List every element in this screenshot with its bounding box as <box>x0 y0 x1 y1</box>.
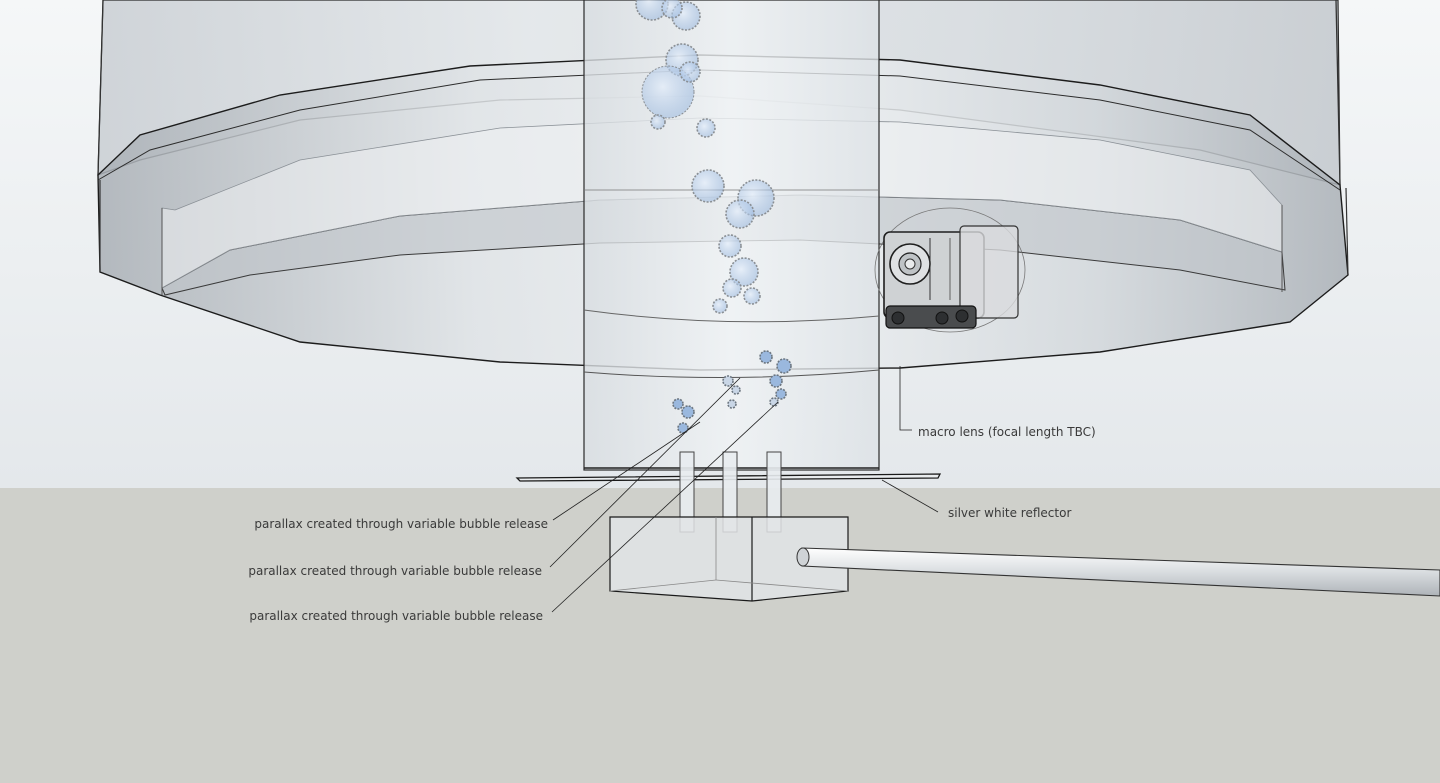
air-supply-pipe <box>796 547 1440 597</box>
parallax-label-3: parallax created through variable bubble… <box>249 609 543 623</box>
annotation-leaders <box>549 366 939 613</box>
parallax-label-1: parallax created through variable bubble… <box>254 517 548 531</box>
macro-lens-label: macro lens (focal length TBC) <box>918 425 1096 439</box>
reflector-label: silver white reflector <box>948 506 1071 520</box>
parallax-label-2: parallax created through variable bubble… <box>248 564 542 578</box>
bubble-stream-upper <box>635 0 775 314</box>
air-distribution-box <box>609 516 849 602</box>
air-tubes <box>679 451 782 533</box>
camera-icon <box>874 207 1026 333</box>
